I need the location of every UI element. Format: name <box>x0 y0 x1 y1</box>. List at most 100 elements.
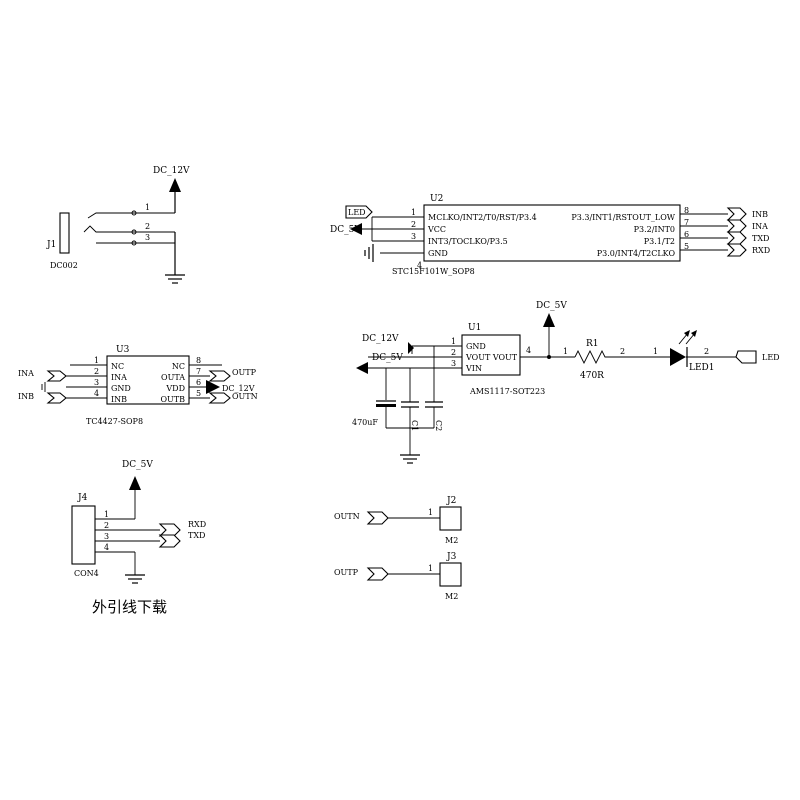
j1-pin1-wire <box>87 212 175 219</box>
j4-pin4-num: 4 <box>104 543 109 552</box>
u1-body <box>461 334 521 376</box>
r1-ref: R1 <box>586 339 599 349</box>
u3-pin1-num: 1 <box>94 356 99 365</box>
j4-download-header: J4 CON4 1 2 3 4 DC_5V RXD TXD 外引线下载 <box>71 460 206 616</box>
u2-dc5v-arrow-icon <box>350 223 362 235</box>
j1-dc-jack: J1 DC002 1 2 3 DC_12V <box>46 166 190 284</box>
u3-outn-flag <box>208 392 231 404</box>
u3-pin7-num: 7 <box>196 367 201 376</box>
u1-value: AMS1117-SOT223 <box>469 387 545 396</box>
u2-ref: U2 <box>430 194 443 204</box>
u2-pin4-num: 4 <box>417 261 422 270</box>
j1-pin3-num: 3 <box>145 233 150 242</box>
r1-pin2-num: 2 <box>620 347 625 356</box>
u3-net-dc12v: DC_12V <box>222 384 255 393</box>
j3-ref: J3 <box>446 552 457 562</box>
u1-dc5v-out-label: DC_5V <box>536 301 567 311</box>
u2-value: STC15F101W_SOP8 <box>392 267 475 276</box>
u2-txd-flag <box>726 231 747 245</box>
u3-pin2-name: INA <box>111 373 127 382</box>
j4-net-txd: TXD <box>188 531 205 540</box>
u3-outp-flag <box>208 370 231 382</box>
u2-pin4-name: GND <box>428 249 448 258</box>
j2-ref: J2 <box>446 496 456 506</box>
u3-pin4-name: INB <box>111 395 127 404</box>
j1-value: DC002 <box>50 261 78 270</box>
j3-output-terminal: OUTP 1 J3 M2 <box>334 552 462 601</box>
u3-pin1-name: NC <box>111 362 124 371</box>
u2-pin5-name: P3.0/INT4/T2CLKO <box>597 249 676 258</box>
u3-inb-flag <box>46 392 67 404</box>
j1-pin2-wire <box>83 225 175 233</box>
j4-value: CON4 <box>74 569 99 578</box>
u3-net-outp: OUTP <box>232 368 257 377</box>
u1-pin2-name: VOUT VOUT <box>465 353 518 362</box>
u3-dc12v-arrow-icon <box>206 380 220 394</box>
u3-pin2-num: 2 <box>94 367 99 376</box>
u3-pin5-name: OUTB <box>160 395 185 404</box>
j4-rxd-flag <box>158 523 181 537</box>
j1-power-label: DC_12V <box>153 166 190 176</box>
u3-net-outn: OUTN <box>232 392 258 401</box>
r1-value: 470R <box>580 371 604 381</box>
u2-pin8-name: P3.3/INT1/RSTOUT_LOW <box>571 213 675 222</box>
u3-net-ina: INA <box>18 369 34 378</box>
j3-pin-num: 1 <box>428 564 433 573</box>
u3-ref: U3 <box>116 345 130 355</box>
u2-pin1-name: MCLKO/INT2/T0/RST/P3.4 <box>428 213 537 222</box>
r1-pin1-num: 1 <box>563 347 568 356</box>
j4-dc5v-arrow-icon <box>129 476 141 490</box>
u2-pin6-num: 6 <box>684 230 689 239</box>
r1-body <box>574 349 612 365</box>
u3-net-inb: INB <box>18 392 34 401</box>
j3-body <box>439 562 462 587</box>
j4-body <box>71 505 96 565</box>
u2-pin6-name: P3.1/T2 <box>644 237 675 246</box>
u2-pin7-name: P3.2/INT0 <box>634 225 675 234</box>
u2-net-inb: INB <box>752 210 768 219</box>
u2-net-ina: INA <box>752 222 768 231</box>
j1-pin1-num: 1 <box>145 203 150 212</box>
u3-pin6-num: 6 <box>196 378 201 387</box>
led-net-label: LED <box>762 353 780 362</box>
u2-pin5-num: 5 <box>684 242 689 251</box>
j4-pin1-num: 1 <box>104 510 109 519</box>
j3-net-label: OUTP <box>334 568 359 577</box>
u2-net-rxd: RXD <box>752 246 770 255</box>
j4-net-rxd: RXD <box>188 520 206 529</box>
led1-diode: LED1 1 2 LED <box>653 330 780 373</box>
u1-dc12v-arrow-icon <box>408 342 414 354</box>
j4-caption: 外引线下载 <box>92 598 167 616</box>
j2-net-flag <box>366 511 389 525</box>
u2-pin2-name: VCC <box>427 225 446 234</box>
j4-ref: J4 <box>77 493 88 503</box>
u2-ina-flag <box>726 219 747 233</box>
j2-pin-num: 1 <box>428 508 433 517</box>
u2-inb-flag <box>726 207 747 221</box>
u3-pin3-num: 3 <box>94 378 99 387</box>
j1-pin2-num: 2 <box>145 222 150 231</box>
u3-ina-flag <box>46 370 67 382</box>
j3-net-flag <box>366 567 389 581</box>
j4-txd-flag <box>158 534 181 548</box>
u3-body <box>106 355 190 405</box>
u1-pin3-num: 3 <box>451 359 456 368</box>
u2-power-label: DC_5V <box>330 225 361 235</box>
j1-pin2-dot <box>131 229 137 235</box>
j2-net-label: OUTN <box>334 512 360 521</box>
u1-dc5v-out-arrow-icon <box>543 313 555 327</box>
u1-pin1-name: GND <box>466 342 486 351</box>
u1-dc12v-label: DC_12V <box>362 334 399 344</box>
j1-body <box>59 212 70 254</box>
led1-pin1-num: 1 <box>653 347 658 356</box>
j2-body <box>439 506 462 531</box>
u1-ref: U1 <box>468 323 481 333</box>
cap-c2-ref: C2 <box>434 420 443 431</box>
u3-pin7-name: OUTA <box>161 373 185 382</box>
dc12v-arrow-icon <box>169 178 181 192</box>
led1-ref: LED1 <box>689 363 715 373</box>
u2-pin2-num: 2 <box>411 220 416 229</box>
u2-pin3-name: INT3/TOCLKO/P3.5 <box>428 237 508 246</box>
u2-pin7-num: 7 <box>684 218 689 227</box>
